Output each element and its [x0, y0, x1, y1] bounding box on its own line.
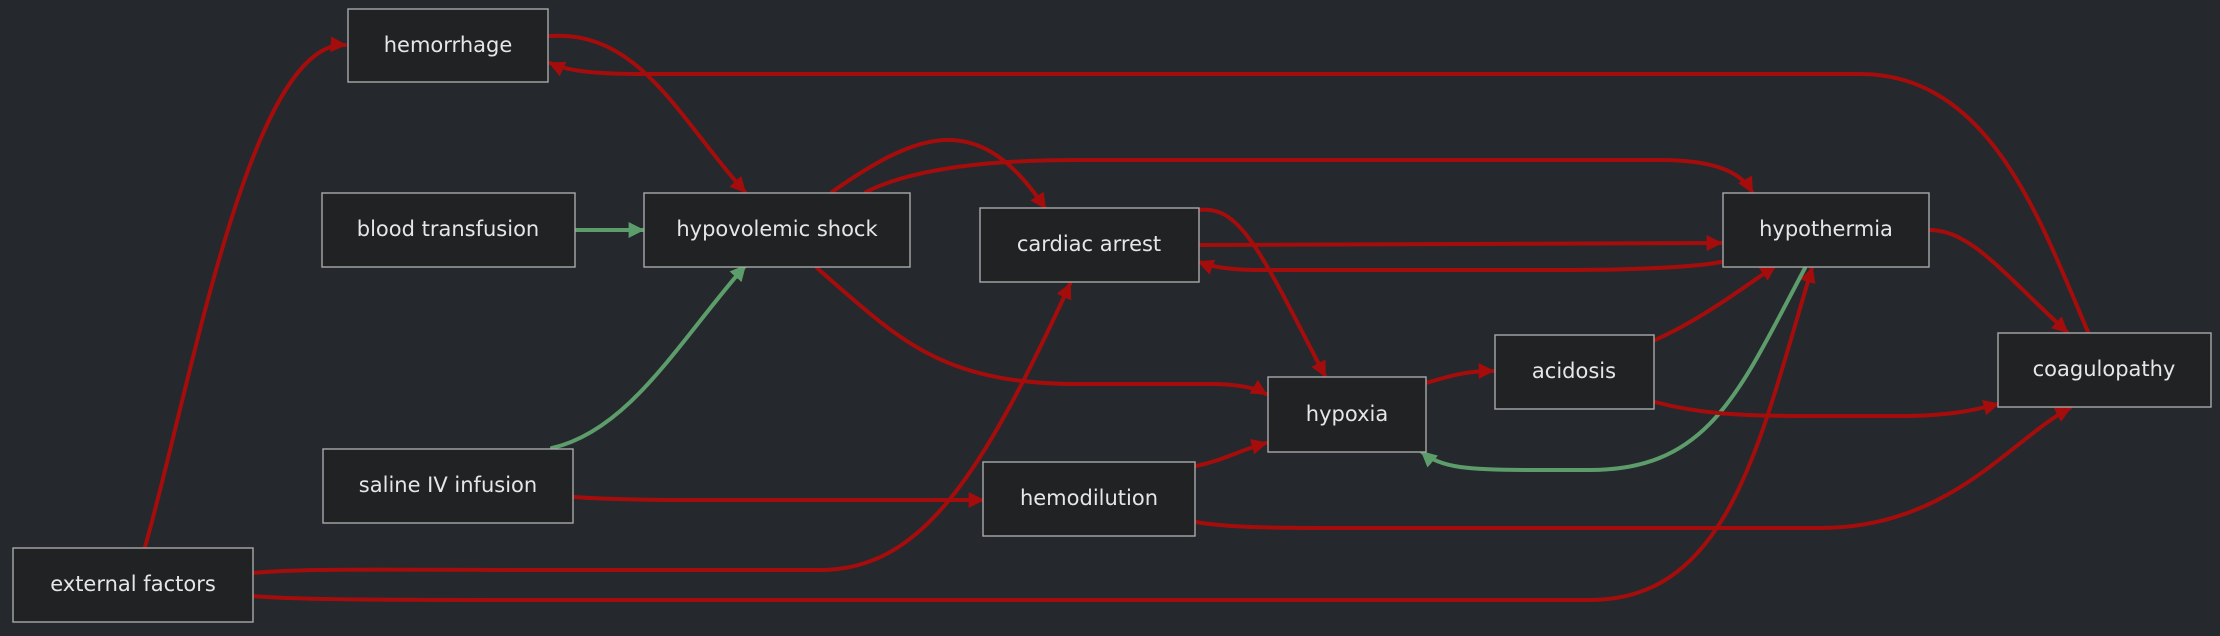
- node-label: hemodilution: [1020, 486, 1158, 510]
- nodes-layer: hemorrhage blood transfusion hypovolemic…: [12, 8, 2212, 623]
- node-label: coagulopathy: [2033, 357, 2176, 381]
- edge-cardiac-arrest-to-hypothermia: [1197, 235, 1723, 252]
- edge-saline-iv-infusion-to-hypovolemic-shock: [550, 264, 747, 450]
- edge-hypovolemic-shock-to-cardiac-arrest: [830, 138, 1047, 210]
- node-hemodilution[interactable]: hemodilution: [982, 461, 1196, 537]
- node-label: hypothermia: [1759, 217, 1893, 241]
- edge-hypovolemic-shock-to-hypoxia: [815, 266, 1268, 396]
- node-label: external factors: [50, 572, 216, 596]
- node-hypovolemic-shock[interactable]: hypovolemic shock: [643, 192, 911, 268]
- node-hypothermia[interactable]: hypothermia: [1722, 192, 1930, 268]
- edge-hypoxia-to-acidosis: [1424, 363, 1495, 385]
- node-label: hypoxia: [1306, 402, 1388, 426]
- node-acidosis[interactable]: acidosis: [1494, 334, 1655, 410]
- edge-external-factors-to-hemorrhage: [143, 36, 347, 549]
- node-coagulopathy[interactable]: coagulopathy: [1997, 332, 2212, 408]
- node-external-factors[interactable]: external factors: [12, 547, 254, 623]
- node-cardiac-arrest[interactable]: cardiac arrest: [979, 207, 1200, 283]
- edge-hemodilution-to-hypoxia: [1194, 439, 1268, 468]
- node-label: cardiac arrest: [1017, 232, 1161, 256]
- node-blood-transfusion[interactable]: blood transfusion: [321, 192, 576, 268]
- edge-acidosis-to-hypothermia: [1653, 264, 1777, 342]
- edge-hypothermia-to-hypoxia: [1420, 266, 1807, 472]
- node-label: blood transfusion: [357, 217, 540, 241]
- edge-hemodilution-to-coagulopathy: [1194, 406, 2072, 530]
- edge-external-factors-to-hypothermia: [251, 266, 1816, 602]
- edge-cardiac-arrest-to-hypoxia: [1197, 207, 1327, 378]
- edge-acidosis-to-coagulopathy: [1653, 399, 2000, 418]
- node-label: acidosis: [1532, 359, 1616, 383]
- node-hemorrhage[interactable]: hemorrhage: [347, 8, 549, 83]
- node-saline-iv-infusion[interactable]: saline IV infusion: [322, 448, 574, 524]
- edge-coagulopathy-to-hemorrhage: [548, 61, 2090, 334]
- node-hypoxia[interactable]: hypoxia: [1267, 376, 1427, 453]
- edge-hypovolemic-shock-to-hypothermia: [864, 158, 1754, 194]
- edge-saline-iv-infusion-to-hemodilution: [572, 492, 985, 508]
- edges-layer: [143, 33, 2090, 602]
- node-label: hypovolemic shock: [676, 217, 878, 241]
- node-label: saline IV infusion: [359, 473, 537, 497]
- edge-hypothermia-to-coagulopathy: [1927, 228, 2069, 334]
- edge-external-factors-to-cardiac-arrest: [251, 282, 1072, 575]
- edge-hemorrhage-to-hypovolemic-shock: [548, 33, 747, 194]
- node-label: hemorrhage: [384, 33, 513, 57]
- edge-hypothermia-to-cardiac-arrest: [1197, 259, 1723, 275]
